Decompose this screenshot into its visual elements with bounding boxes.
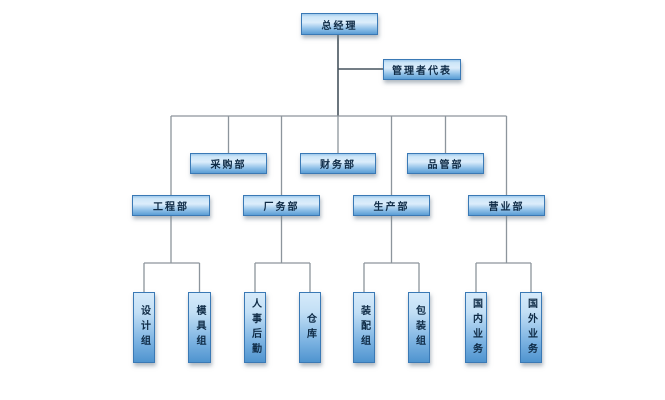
node-domestic-business: 国内业务: [465, 292, 487, 363]
node-quality-control-dept: 品管部: [407, 153, 484, 174]
node-assembly-team: 装配组: [353, 292, 375, 363]
node-packing-team: 包装组: [408, 292, 430, 363]
node-hr-logistics: 人事后勤: [244, 292, 266, 363]
node-overseas-business: 国外业务: [520, 292, 542, 363]
node-management-representative: 管理者代表: [383, 59, 461, 80]
node-sales-dept: 营业部: [468, 195, 545, 216]
node-factory-affairs-dept: 厂务部: [243, 195, 320, 216]
node-engineering-dept: 工程部: [132, 195, 210, 216]
connector-root-to-bus: [337, 35, 383, 117]
connector-bus-and-drops: [170, 115, 508, 195]
node-finance-dept: 财务部: [300, 153, 376, 174]
node-production-dept: 生产部: [353, 195, 430, 216]
node-general-manager: 总经理: [301, 13, 378, 35]
node-purchasing-dept: 采购部: [190, 153, 267, 174]
connector-engineering-branch: [143, 216, 201, 292]
connector-factory-affairs-branch: [254, 216, 311, 292]
node-mold-team: 模具组: [188, 292, 211, 363]
connector-sales-branch: [475, 216, 532, 292]
node-design-team: 设计组: [133, 292, 155, 363]
connector-production-branch: [363, 216, 420, 292]
node-warehouse: 仓库: [299, 292, 321, 363]
